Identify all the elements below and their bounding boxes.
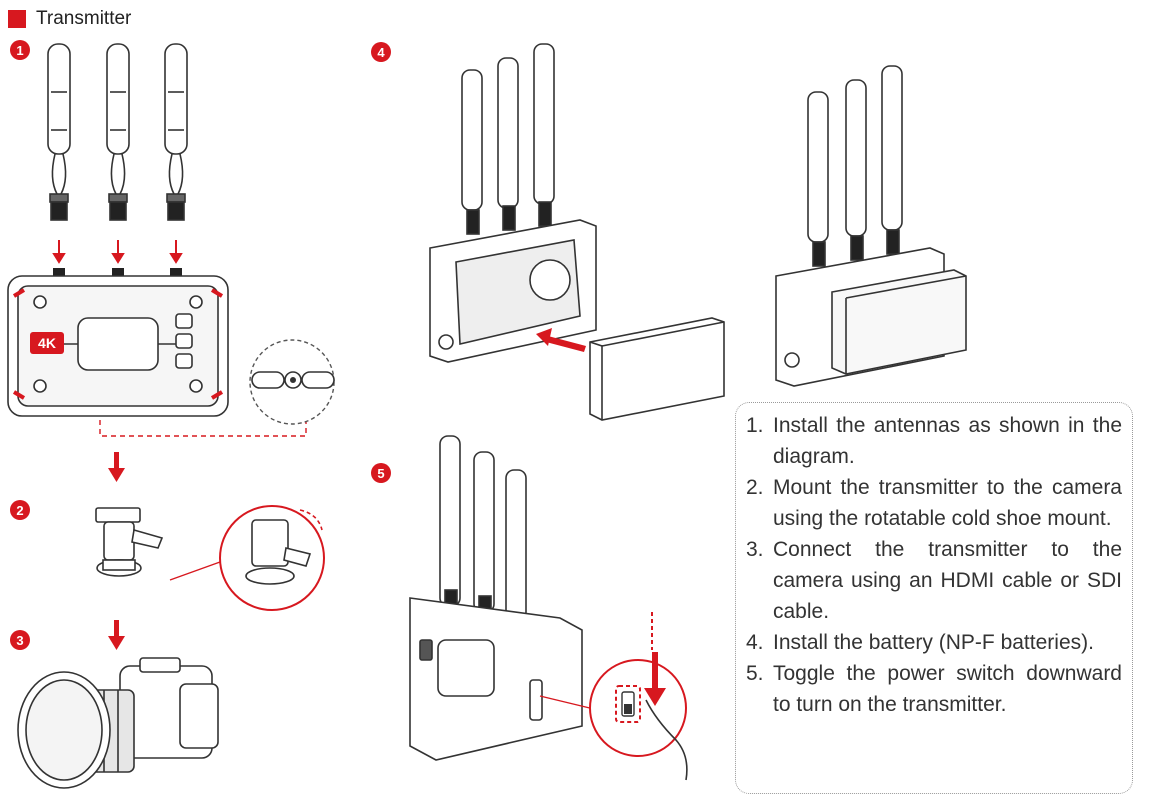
instruction-item: 2.Mount the transmitter to the camera us… — [746, 476, 1122, 530]
camera-illustration — [17, 620, 219, 789]
cold-shoe-mount-illustration — [95, 452, 325, 611]
step-badge-4: 4 — [371, 42, 391, 62]
mount-hole-zoom — [249, 339, 335, 425]
step-badge-2: 2 — [10, 500, 30, 520]
instruction-item: 5.Toggle the power switch downward to tu… — [746, 662, 1122, 716]
step-badge-1: 1 — [10, 40, 30, 60]
battery-install-illustration — [429, 43, 967, 421]
instructions-list: 1.Install the antennas as shown in the d… — [746, 410, 1122, 720]
instruction-item: 4.Install the battery (NP-F batteries). — [746, 631, 1094, 654]
transmitter-front — [7, 275, 229, 417]
4k-badge: 4K — [38, 335, 56, 351]
section-title: Transmitter — [36, 8, 132, 29]
instruction-item: 3.Connect the transmitter to the camera … — [746, 538, 1122, 623]
section-marker — [8, 10, 26, 28]
instruction-item: 1.Install the antennas as shown in the d… — [746, 414, 1122, 468]
antenna-right — [164, 43, 188, 221]
antenna-middle — [106, 43, 130, 221]
antenna-install-illustration — [7, 43, 335, 437]
section-header: Transmitter — [8, 6, 131, 32]
step-badge-3: 3 — [10, 630, 30, 650]
antenna-left — [47, 43, 71, 221]
step-badge-5: 5 — [371, 463, 391, 483]
power-switch-illustration — [409, 435, 688, 781]
instructions-box — [735, 402, 1133, 794]
